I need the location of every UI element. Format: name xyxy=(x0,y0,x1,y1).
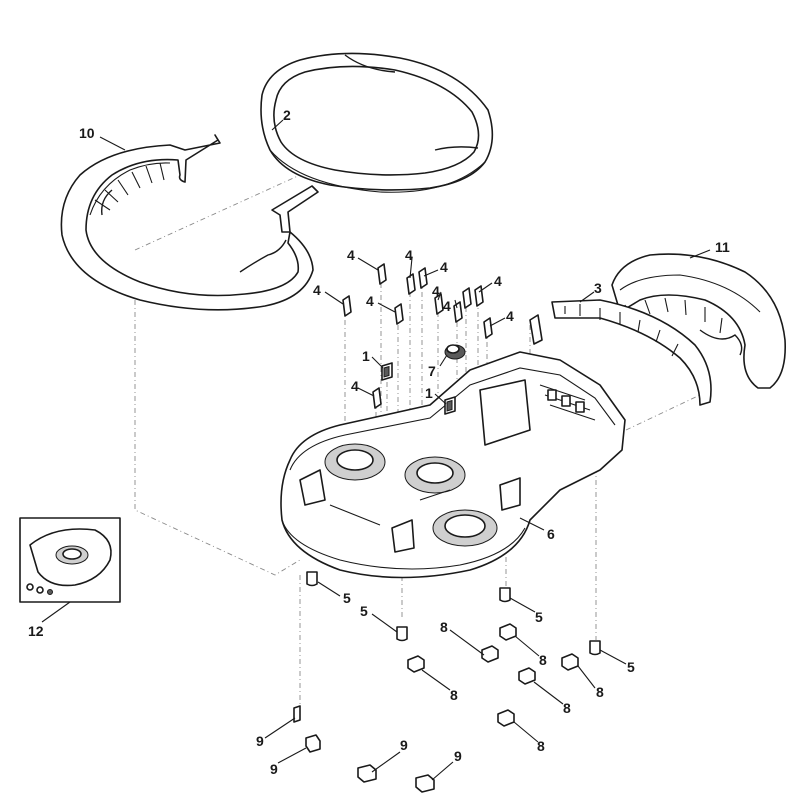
callout-8-a: 8 xyxy=(440,619,448,635)
callout-4-a: 4 xyxy=(347,247,355,263)
part-10-bumper-ring xyxy=(60,134,319,311)
part-6-chassis xyxy=(280,314,626,579)
callout-5-d: 5 xyxy=(627,659,635,675)
callout-4-j: 4 xyxy=(351,378,359,394)
part-3-rear-bumper-strip xyxy=(551,299,712,406)
callout-7: 7 xyxy=(428,363,436,379)
callout-1-b: 1 xyxy=(425,385,433,401)
callout-4-c: 4 xyxy=(440,259,448,275)
callout-8-e: 8 xyxy=(563,700,571,716)
leader-lines xyxy=(41,119,711,781)
callout-9-a: 9 xyxy=(256,733,264,749)
part-8-brackets xyxy=(407,623,579,727)
callout-2: 2 xyxy=(283,107,291,123)
callout-8-d: 8 xyxy=(596,684,604,700)
callout-9-c: 9 xyxy=(400,737,408,753)
callout-1-a: 1 xyxy=(362,348,370,364)
callout-3: 3 xyxy=(594,280,602,296)
callout-6: 6 xyxy=(547,526,555,542)
callout-4-d: 4 xyxy=(494,273,502,289)
callout-10: 10 xyxy=(79,125,95,141)
callout-11: 11 xyxy=(715,239,730,255)
callout-8-f: 8 xyxy=(537,738,545,754)
part-2-bumper-strip xyxy=(260,52,494,193)
callout-5-b: 5 xyxy=(360,603,368,619)
callout-4-h: 4 xyxy=(443,298,451,314)
part-7-cap xyxy=(444,344,466,360)
callout-12: 12 xyxy=(28,623,44,639)
callout-9-d: 9 xyxy=(454,748,462,764)
callout-4-i: 4 xyxy=(506,308,514,324)
callout-8-c: 8 xyxy=(450,687,458,703)
callout-5-c: 5 xyxy=(535,609,543,625)
callout-4-b: 4 xyxy=(405,247,413,263)
callout-4-f: 4 xyxy=(366,293,374,309)
callout-labels: 10 2 11 3 4 4 4 4 4 4 4 4 4 4 1 1 7 6 5 … xyxy=(28,107,730,777)
callout-4-g: 4 xyxy=(432,283,440,299)
callout-4-e: 4 xyxy=(313,282,321,298)
callout-8-b: 8 xyxy=(539,652,547,668)
callout-5-a: 5 xyxy=(343,590,351,606)
part-1-sensors xyxy=(381,362,456,415)
part-12-inset-box xyxy=(19,517,121,603)
part-5-feet xyxy=(306,571,601,656)
part-4-wire-clips xyxy=(342,263,493,409)
part-9-clips xyxy=(293,705,435,793)
callout-9-b: 9 xyxy=(270,761,278,777)
